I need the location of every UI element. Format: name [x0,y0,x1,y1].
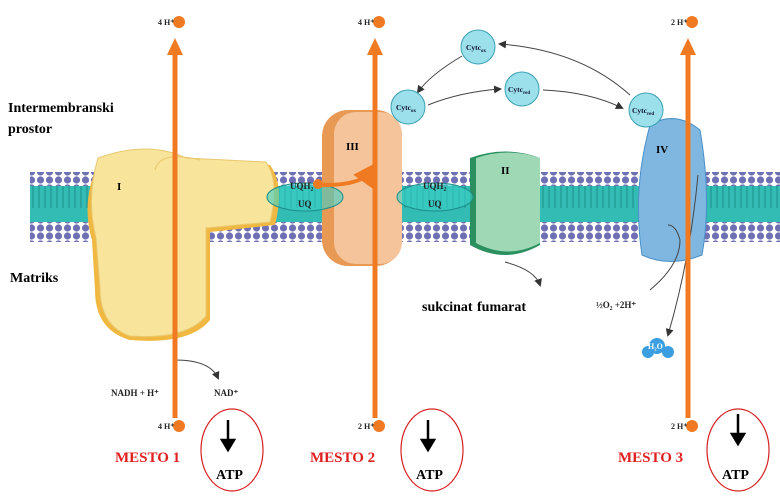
uqh2-left: UQH₂ [290,181,314,191]
site2-top-protons: 4 H⁺ [358,18,374,27]
nad-label: NAD⁺ [214,388,238,398]
atp-label-2: ATP [416,468,443,483]
site1-top-protons: 4 H⁺ [158,18,174,27]
site-1-label: MESTO 1 [115,450,180,466]
site3-bottom-protons: 2 H⁺ [671,422,687,431]
atp-arrows [219,414,747,453]
succinate-label: sukcinat [422,300,473,315]
site1-bottom-protons: 4 H⁺ [158,422,174,431]
fumarate-label: fumarat [477,300,526,315]
intermembrane-label-2: prostor [8,122,52,137]
proton-pump-arrows [167,16,698,432]
site2-bottom-protons: 2 H⁺ [358,422,374,431]
complex-iv-label: IV [656,144,668,156]
ubiquinone-pool-right [396,182,474,212]
water-molecule [642,338,674,358]
uqh2-right: UQH₂ [423,181,447,191]
complex-i [87,148,279,341]
complex-ii [470,151,540,255]
uq-left: UQ [298,199,312,209]
cytc-right: Cytcred [632,106,654,117]
complex-iii-label: III [346,141,359,153]
complex-ii-label: II [501,165,510,177]
matrix-label: Matriks [10,271,59,286]
cytochrome-c [390,29,664,128]
cytc-middle: Cytcred [508,85,530,96]
nadh-label: NADH + H⁺ [111,388,159,398]
cytc-left: Cytcox [396,103,417,114]
water-label: H₂O [648,342,663,351]
oxygen-label: ½O₂ +2H⁺ [596,300,636,310]
cytc-top: Cytcox [466,43,487,54]
atp-rings [200,408,770,492]
atp-label-3: ATP [722,468,749,483]
uq-right: UQ [428,199,442,209]
site-2-label: MESTO 2 [310,450,375,466]
site3-top-protons: 2 H⁺ [671,18,687,27]
intermembrane-label: Intermembranski [8,101,114,116]
atp-label-1: ATP [216,468,243,483]
complex-i-label: I [117,181,121,193]
site-3-label: MESTO 3 [618,450,683,466]
electron-transfer-arrow [317,162,377,189]
